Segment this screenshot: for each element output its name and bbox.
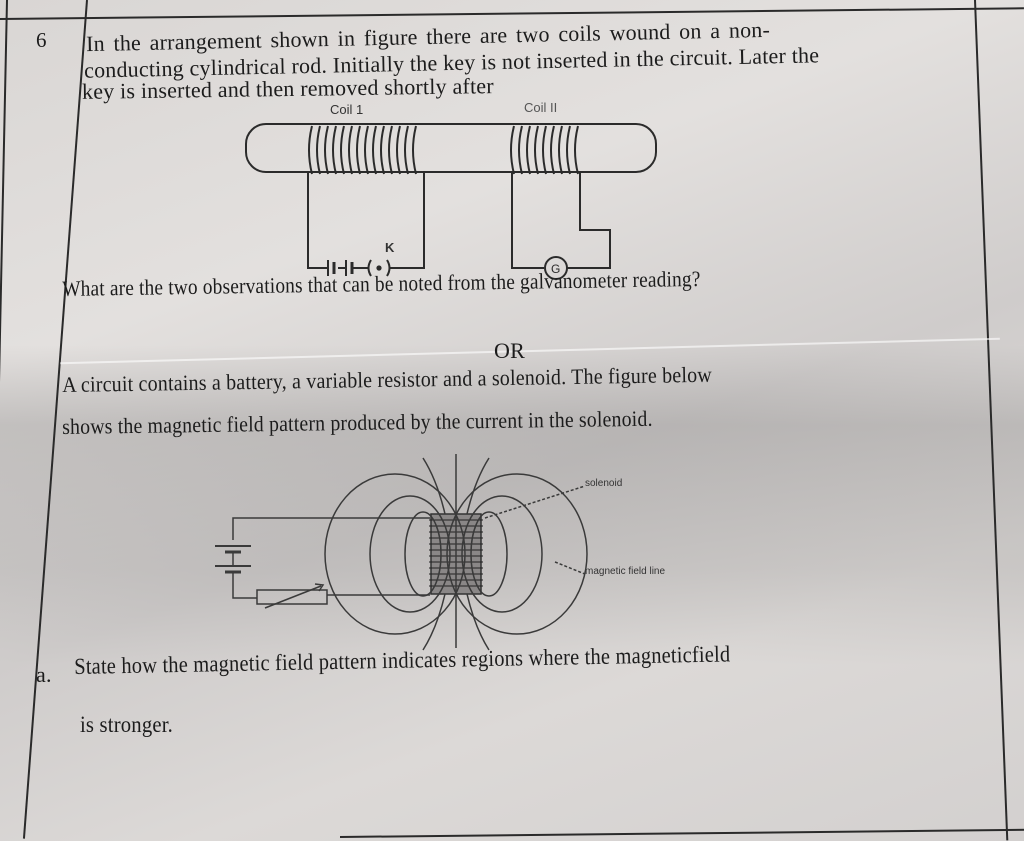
key-label: K: [385, 240, 395, 255]
galvanometer-question: What are the two observations that can b…: [62, 265, 701, 301]
table-bottom-border: [339, 828, 1024, 838]
cylindrical-rod: [245, 123, 657, 173]
alternative-question-line-1: A circuit contains a battery, a variable…: [62, 361, 713, 397]
alternative-question-line-2: shows the magnetic field pattern produce…: [62, 405, 653, 439]
magnetic-field-line-label: magnetic field line: [585, 566, 666, 577]
table-left-border: [0, 0, 8, 841]
variable-resistor: [256, 589, 328, 605]
coil-1-windings: [308, 125, 417, 175]
svg-text:G: G: [551, 262, 560, 276]
question-number: 6: [36, 28, 47, 52]
coil1-label: Coil 1: [330, 102, 364, 117]
solenoid-label: solenoid: [585, 478, 623, 489]
intro-line-3: key is inserted and then removed shortly…: [81, 73, 494, 104]
table-top-border: [0, 7, 1024, 20]
table-right-border: [974, 0, 1009, 841]
paper-crease: [60, 337, 1000, 365]
solenoid-field-figure: [215, 454, 588, 651]
part-a-line-1: State how the magnetic field pattern ind…: [74, 641, 731, 679]
part-a-marker: a.: [36, 662, 52, 687]
coil-circuit-figure: G: [245, 123, 657, 280]
coil-2-windings: [510, 125, 579, 175]
coil2-label: Coil II: [524, 100, 558, 115]
or-separator: OR: [494, 338, 525, 363]
part-a-line-2: is stronger.: [80, 712, 174, 737]
